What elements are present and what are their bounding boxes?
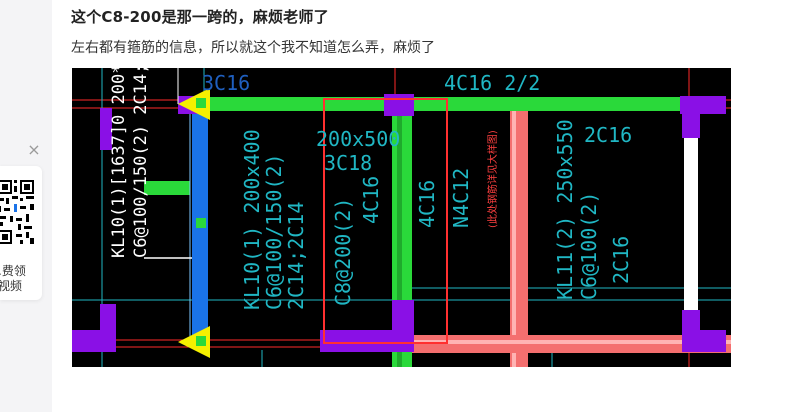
label-kl10-mid: KL10(1) 200x400	[240, 129, 264, 310]
label-red-note: (此处钢筋详见大样图)	[486, 130, 499, 228]
label-3c18: 3C18	[324, 151, 372, 175]
label-kl11: KL11(2) 250x550	[553, 119, 577, 300]
purple-column	[680, 96, 726, 114]
close-icon[interactable]: ×	[27, 140, 41, 159]
qr-popup: .费领 视频	[0, 166, 42, 300]
cad-drawing-image[interactable]: 3C16 4C16 2/2 200x500 3C18 2C16 KL10(1) …	[72, 68, 731, 367]
support-triangle	[178, 326, 210, 358]
qr-caption: .费领 视频	[0, 264, 26, 293]
support-triangle	[178, 88, 210, 120]
label-kl10-mid-stirrup: C6@100/150(2)	[262, 153, 286, 310]
label-kl11-stirrup: C6@100(2)	[577, 192, 601, 300]
label-3c16: 3C16	[202, 71, 250, 95]
label-left-white-1: KL10(1)[1637]0 200*40	[109, 68, 129, 258]
label-right-2c16-top: 2C16	[584, 123, 632, 147]
label-kl10-mid-bars: 2C14;2C14	[284, 202, 308, 310]
label-c8-200: C8@200(2)	[331, 198, 355, 306]
qr-code	[0, 176, 38, 252]
cad-drawing: 3C16 4C16 2/2 200x500 3C18 2C16 KL10(1) …	[72, 68, 731, 367]
label-4c16-a: 4C16	[359, 176, 383, 224]
purple-column	[320, 330, 398, 352]
post-body: 左右都有箍筋的信息，所以就这个我不知道怎么弄，麻烦了	[71, 40, 435, 56]
highlight-rectangle	[323, 98, 448, 344]
label-right-2c16-bottom: 2C16	[609, 236, 633, 284]
top-green-beam	[192, 97, 687, 111]
label-4c16-b: 4C16	[415, 180, 439, 228]
post-title: 这个C8-200是那一跨的，麻烦老师了	[71, 8, 329, 26]
label-left-white-2: C6@100/150(2) 2C14;2	[131, 68, 151, 258]
label-4c16-2-2: 4C16 2/2	[444, 71, 540, 95]
purple-column	[384, 94, 414, 116]
label-n4c12: N4C12	[449, 168, 473, 228]
label-200x500: 200x500	[316, 127, 400, 151]
